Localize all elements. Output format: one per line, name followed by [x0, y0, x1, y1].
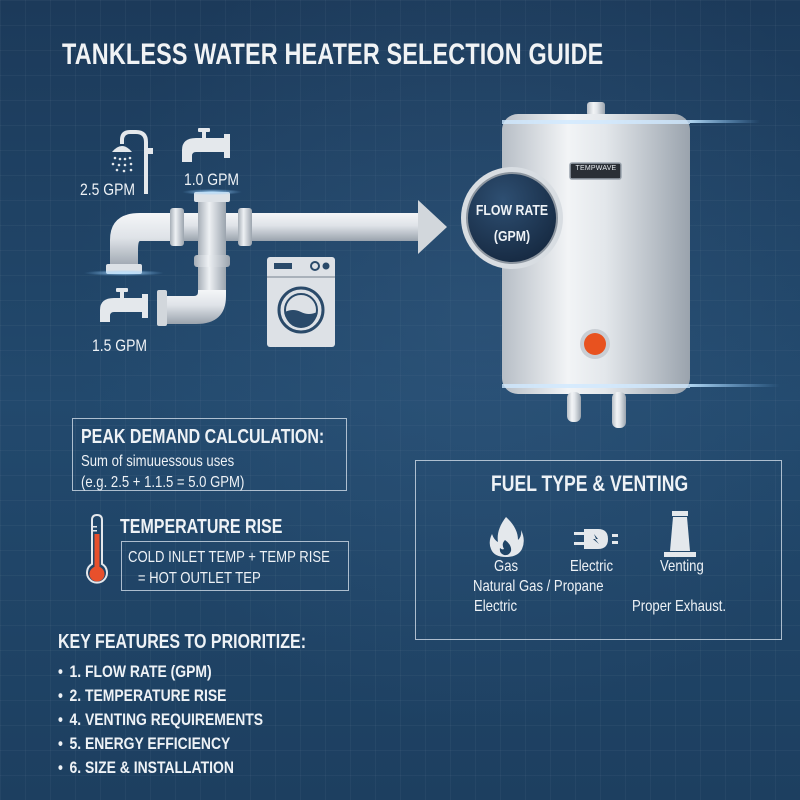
venting-detail: Proper Exhaust.: [632, 598, 727, 615]
temperature-rise-line-1: COLD INLET TEMP + TEMP RISE: [128, 549, 330, 566]
temperature-rise-title: TEMPERATURE RISE: [120, 516, 283, 538]
flow-diagram: 2.5 GPM 1.0 GPM 1.5 GPM: [80, 128, 447, 355]
pipe-network-illustration: [84, 189, 447, 326]
peak-demand-box: PEAK DEMAND CALCULATION: Sum of simuuess…: [72, 418, 347, 491]
peak-demand-line-2: (e.g. 2.5 + 1.1.5 = 5.0 GPM): [81, 474, 245, 491]
shower-flow-label: 2.5 GPM: [80, 180, 136, 199]
fuel-type-box: FUEL TYPE & VENTING Gas Electric Venting…: [415, 460, 782, 640]
peak-demand-line-1: Sum of simuuessous uses: [81, 453, 235, 470]
key-features-list: 1. FLOW RATE (GPM) 2. TEMPERATURE RISE 4…: [58, 660, 308, 780]
list-item: 1. FLOW RATE (GPM): [58, 660, 263, 684]
washing-machine-icon: [267, 257, 335, 347]
fuel-type-title: FUEL TYPE & VENTING: [491, 471, 689, 496]
key-features-title: KEY FEATURES TO PRIORITIZE:: [58, 631, 307, 653]
faucet-top-flow-label: 1.0 GPM: [184, 170, 240, 189]
flame-icon: [489, 517, 524, 557]
faucet-bottom-flow-label: 1.5 GPM: [92, 336, 148, 355]
faucet-icon: [182, 128, 230, 162]
list-item: 2. TEMPERATURE RISE: [58, 684, 263, 708]
fuel-electric-label: Electric: [570, 558, 614, 575]
thermometer-icon: [86, 514, 108, 584]
peak-demand-title: PEAK DEMAND CALCULATION:: [81, 426, 325, 448]
temperature-rise-box: COLD INLET TEMP + TEMP RISE = HOT OUTLET…: [121, 541, 349, 591]
fuel-venting-label: Venting: [660, 558, 704, 575]
list-item: 5. ENERGY EFFICIENCY: [58, 732, 263, 756]
badge-line-1: FLOW RATE: [475, 202, 549, 219]
vent-stack-icon: [664, 511, 696, 557]
fuel-gas-label: Gas: [494, 558, 519, 575]
plug-icon: [574, 529, 618, 549]
brand-plate: TEMPWAVE: [575, 165, 617, 172]
flow-rate-badge: FLOW RATE (GPM): [467, 198, 557, 250]
badge-line-2: (GPM): [493, 228, 531, 245]
fuel-detail-line-2: Electric: [474, 598, 518, 615]
shower-icon: [111, 130, 153, 194]
temperature-rise-line-2: = HOT OUTLET TEP: [137, 570, 261, 587]
faucet-icon: [100, 288, 148, 322]
list-item: 4. VENTING REQUIREMENTS: [58, 708, 263, 732]
list-item: 6. SIZE & INSTALLATION: [58, 756, 263, 780]
fuel-detail-line-1: Natural Gas / Propane: [473, 578, 604, 595]
water-heater-illustration: TEMPWAVE FLOW RATE (GPM): [440, 90, 800, 440]
page-title: TANKLESS WATER HEATER SELECTION GUIDE: [62, 38, 604, 71]
